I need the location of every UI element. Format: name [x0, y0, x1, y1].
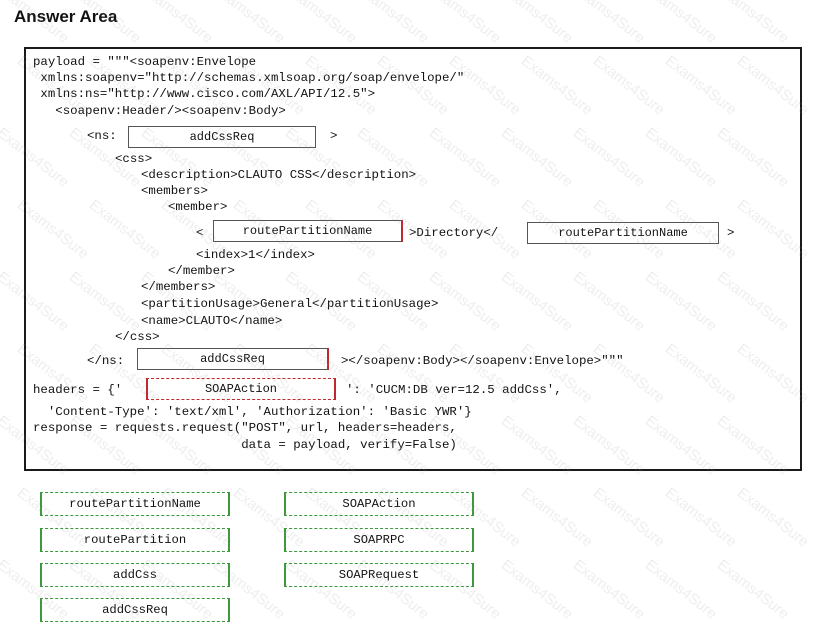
code-line: <ns:	[87, 129, 117, 143]
code-line: payload = """<soapenv:Envelope	[33, 55, 257, 69]
code-line: >	[330, 129, 338, 143]
drop-target-ns-open[interactable]: addCssReq	[128, 126, 316, 148]
code-line: ></soapenv:Body></soapenv:Envelope>"""	[341, 354, 624, 368]
option-tile[interactable]: routePartitionName	[40, 492, 230, 516]
code-line: <description>CLAUTO CSS</description>	[141, 168, 417, 182]
option-tile[interactable]: SOAPRequest	[284, 563, 474, 587]
watermark-text: Exams4Sure	[661, 484, 741, 551]
option-tile[interactable]: addCss	[40, 563, 230, 587]
watermark-text: Exams4Sure	[733, 484, 813, 551]
code-line: xmlns:soapenv="http://schemas.xmlsoap.or…	[33, 71, 465, 85]
watermark-text: Exams4Sure	[713, 0, 793, 47]
code-line: <index>1</index>	[196, 248, 315, 262]
watermark-text: Exams4Sure	[569, 0, 649, 47]
code-line: <name>CLAUTO</name>	[141, 314, 283, 328]
code-line: xmlns:ns="http://www.cisco.com/AXL/API/1…	[33, 87, 376, 101]
answer-area-title: Answer Area	[14, 7, 118, 26]
code-line: <soapenv:Header/><soapenv:Body>	[33, 104, 286, 118]
option-tile[interactable]: SOAPAction	[284, 492, 474, 516]
code-line: <member>	[168, 200, 228, 214]
option-tile[interactable]: routePartition	[40, 528, 230, 552]
drop-target-header-key[interactable]: SOAPAction	[146, 378, 336, 400]
watermark-text: Exams4Sure	[713, 556, 793, 623]
code-line: <css>	[115, 152, 153, 166]
drop-target-member-open[interactable]: routePartitionName	[213, 220, 403, 242]
watermark-text: Exams4Sure	[425, 0, 505, 47]
watermark-text: Exams4Sure	[641, 556, 721, 623]
code-line: <members>	[141, 184, 208, 198]
code-line: headers = {'	[33, 383, 123, 397]
watermark-text: Exams4Sure	[353, 0, 433, 47]
drop-target-ns-close[interactable]: addCssReq	[137, 348, 329, 370]
watermark-text: Exams4Sure	[497, 0, 577, 47]
watermark-text: Exams4Sure	[641, 0, 721, 47]
code-line: >	[727, 226, 735, 240]
code-line: </ns:	[87, 354, 125, 368]
code-line: </member>	[168, 264, 235, 278]
drop-target-member-close[interactable]: routePartitionName	[527, 222, 719, 244]
code-line: >Directory</	[409, 226, 499, 240]
code-line: </members>	[141, 280, 216, 294]
watermark-text: Exams4Sure	[517, 484, 597, 551]
code-line: </css>	[115, 330, 160, 344]
option-tile[interactable]: addCssReq	[40, 598, 230, 622]
code-line: 'Content-Type': 'text/xml', 'Authorizati…	[33, 405, 472, 419]
code-line: ': 'CUCM:DB ver=12.5 addCss',	[346, 383, 562, 397]
code-line: data = payload, verify=False)	[33, 438, 457, 452]
answer-area	[24, 47, 802, 471]
option-tile[interactable]: SOAPRPC	[284, 528, 474, 552]
watermark-text: Exams4Sure	[569, 556, 649, 623]
watermark-text: Exams4Sure	[209, 0, 289, 47]
code-line: <partitionUsage>General</partitionUsage>	[141, 297, 439, 311]
watermark-text: Exams4Sure	[497, 556, 577, 623]
watermark-text: Exams4Sure	[137, 0, 217, 47]
code-line: response = requests.request("POST", url,…	[33, 421, 457, 435]
watermark-text: Exams4Sure	[281, 0, 361, 47]
code-line: <	[196, 226, 204, 240]
watermark-text: Exams4Sure	[589, 484, 669, 551]
